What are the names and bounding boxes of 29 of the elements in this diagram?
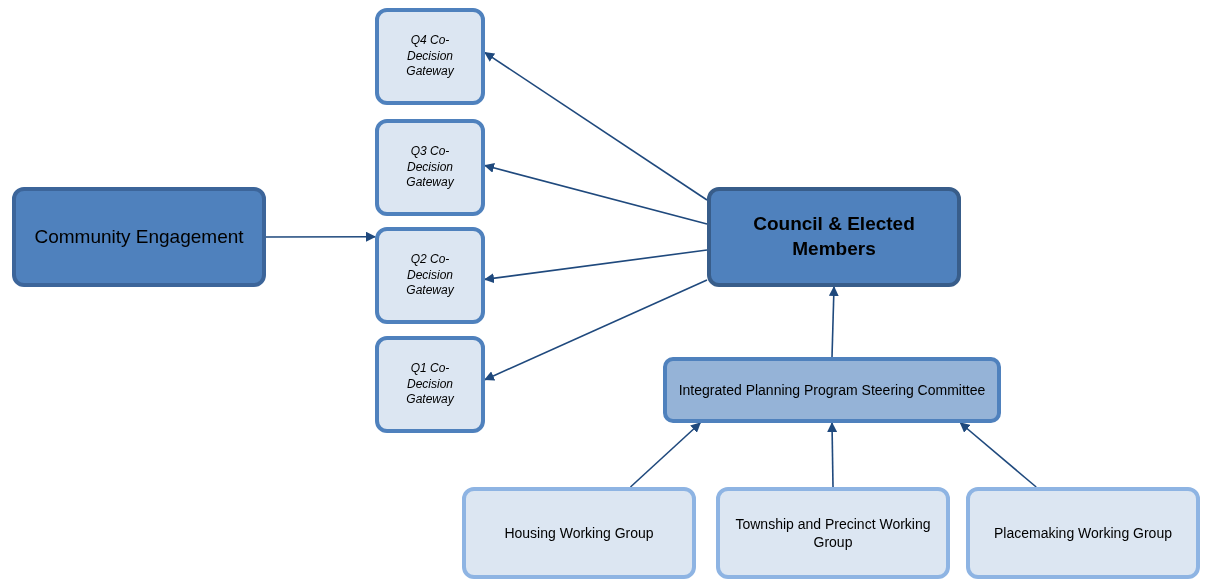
gateway-box — [375, 8, 485, 105]
node-label: Council & Elected Members — [752, 212, 916, 261]
gateway-box — [375, 227, 485, 324]
arrow — [828, 286, 839, 358]
arrow — [959, 422, 1037, 488]
arrow — [629, 422, 701, 488]
node-label: Q1 Co-Decision Gateway — [405, 361, 455, 408]
arrow — [484, 279, 708, 381]
process-box — [12, 187, 266, 287]
process-box — [707, 187, 961, 287]
gateway-box — [375, 336, 485, 433]
arrow — [484, 249, 708, 284]
working-group-box — [966, 487, 1200, 579]
arrow — [265, 231, 376, 242]
arrow — [484, 163, 708, 225]
gateway-box — [375, 119, 485, 216]
node-label: Township and Precinct Working Group — [734, 514, 932, 552]
node-label: Q4 Co-Decision Gateway — [405, 33, 455, 80]
node-label: Integrated Planning Program Steering Committee — [678, 380, 986, 400]
node-label: Community Engagement — [34, 224, 244, 249]
node-label: Q3 Co-Decision Gateway — [405, 144, 455, 191]
arrow — [484, 51, 708, 201]
node-label: Q2 Co-Decision Gateway — [405, 252, 455, 299]
committee-box — [663, 357, 1001, 423]
working-group-box — [716, 487, 950, 579]
working-group-box — [462, 487, 696, 579]
node-label: Placemaking Working Group — [994, 523, 1172, 543]
arrow — [827, 422, 838, 488]
node-label: Housing Working Group — [504, 523, 654, 543]
